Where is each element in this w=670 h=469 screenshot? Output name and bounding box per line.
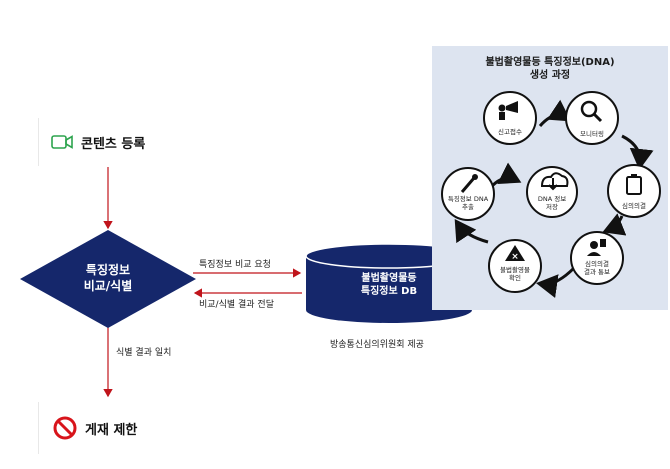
identified-label: 식별 결과 일치 <box>116 348 172 358</box>
magnifier-icon <box>580 100 603 123</box>
step-notify-label-2: 결과 통보 <box>584 267 610 276</box>
svg-text:×: × <box>511 252 519 262</box>
megaphone-icon <box>498 101 518 120</box>
database-text: 불법촬영물등 특징정보 DB <box>316 272 462 298</box>
cloud-download-icon <box>540 172 569 191</box>
step-notify: 심의의결 결과 통보 <box>570 231 624 285</box>
decision-text: 특징정보 비교/식별 <box>40 262 176 294</box>
response-label: 비교/식별 결과 전달 <box>199 300 274 310</box>
step-report: 신고접수 <box>483 91 537 145</box>
decision-line1: 특징정보 <box>85 263 131 277</box>
process-title-line1: 불법촬영물등 특징정보(DNA) <box>485 57 615 68</box>
cycle-arrow-5 <box>454 219 489 244</box>
block-box: 게재 제한 <box>38 402 188 454</box>
step-verify-label-2: 확인 <box>509 273 521 282</box>
step-extract-label-2: 추출 <box>462 202 474 211</box>
upload-box: 콘텐츠 등록 <box>38 118 188 166</box>
step-store: DNA 정보 저장 <box>526 166 578 218</box>
step-store-label-1: DNA 정보 <box>538 194 566 203</box>
clipboard-icon <box>626 174 642 195</box>
database-line2: 특징정보 DB <box>360 286 418 297</box>
cycle-arrow-6 <box>490 162 522 188</box>
step-notify-label-1: 심의의결 <box>585 259 609 268</box>
decision-diamond <box>20 230 196 328</box>
user-report-icon <box>587 239 606 256</box>
request-label: 특징정보 비교 요청 <box>199 260 271 270</box>
step-extract: 특징정보 DNA 추출 <box>441 167 495 221</box>
step-review: 심의의결 <box>607 164 661 218</box>
step-report-label: 신고접수 <box>498 127 522 136</box>
step-review-label: 심의의결 <box>622 201 646 210</box>
cycle-arrow-4 <box>536 266 576 298</box>
video-camera-icon <box>51 135 73 149</box>
process-title-line2: 생성 과정 <box>529 70 571 81</box>
step-monitoring: 모니터링 <box>565 91 619 145</box>
upload-label: 콘텐츠 등록 <box>81 136 146 152</box>
process-title: 불법촬영물등 특징정보(DNA) 생성 과정 <box>432 56 668 82</box>
no-entry-icon <box>53 416 77 440</box>
step-store-label-2: 저장 <box>546 202 558 211</box>
database-cylinder <box>305 243 473 323</box>
step-verify-label-1: 불법촬영물 <box>500 265 530 274</box>
decision-line2: 비교/식별 <box>83 279 133 293</box>
warning-icon: × <box>505 245 525 262</box>
step-verify: × 불법촬영물 확인 <box>488 239 542 293</box>
cycle-arrow-1 <box>538 99 571 128</box>
step-extract-label-1: 특징정보 DNA <box>448 194 489 203</box>
cycle-arrow-2 <box>621 134 654 170</box>
process-panel: 불법촬영물등 특징정보(DNA) 생성 과정 <box>432 46 668 310</box>
process-cycle: 신고접수 모니터링 심의의결 <box>441 91 661 298</box>
block-label: 게재 제한 <box>85 422 138 438</box>
step-monitoring-label: 모니터링 <box>580 129 604 138</box>
database-line1: 불법촬영물등 <box>361 273 417 284</box>
cycle-arrow-3 <box>602 213 627 236</box>
database-caption: 방송통신심의위원회 제공 <box>330 340 424 350</box>
pipette-icon <box>460 174 478 193</box>
